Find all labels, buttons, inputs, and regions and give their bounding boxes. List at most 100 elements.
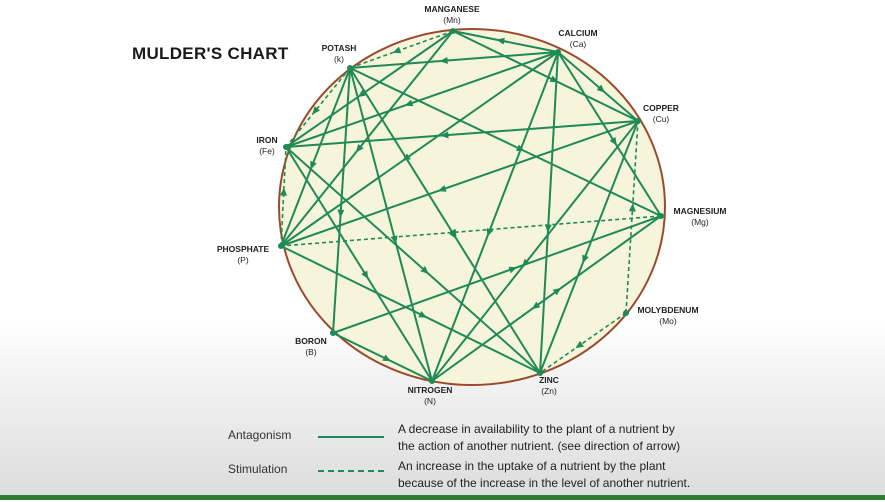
legend-dashed-line (318, 470, 384, 472)
legend-desc-antagonism-line-1: A decrease in availability to the plant … (398, 422, 675, 436)
antagonism-arrow-ca-k (439, 57, 448, 64)
nutrient-symbol-cu: (Cu) (653, 114, 670, 124)
nutrient-nodes (278, 28, 664, 384)
chart-title: MULDER'S CHART (132, 44, 289, 63)
nutrient-name-zn: ZINC (539, 375, 559, 385)
stimulation-arrow-mg-n (531, 301, 541, 310)
node-n (429, 378, 435, 384)
nutrient-name-mg: MAGNESIUM (674, 206, 727, 216)
antagonism-link-b-n (332, 332, 433, 382)
legend-stimulation: Stimulation An increase in the uptake of… (0, 459, 885, 502)
nutrient-name-mo: MOLYBDENUM (637, 305, 698, 315)
antagonism-arrow-ca-mg (609, 136, 617, 146)
antagonism-link-k-zn (349, 67, 541, 374)
node-mg (658, 213, 664, 219)
antagonism-link-mn-p (280, 30, 454, 247)
antagonism-arrow-ca-fe (404, 99, 414, 107)
antagonism-arrow-p-zn (418, 310, 428, 318)
antagonism-arrow-k-b (337, 209, 345, 218)
antagonism-arrow-mn-cu (549, 75, 559, 83)
node-b (330, 330, 336, 336)
antagonism-arrow-b-mg (508, 266, 518, 274)
legend-term-stimulation: Stimulation (228, 462, 288, 476)
antagonism-link-k-mg (349, 67, 662, 217)
legend-desc-antagonism: A decrease in availability to the plant … (398, 421, 778, 455)
antagonism-link-ca-k (349, 51, 559, 69)
antagonism-link-mn-cu (452, 30, 639, 122)
antagonism-arrow-ca-zn (544, 224, 552, 233)
stimulation-arrow-mo-zn (575, 340, 584, 349)
nutrient-wheel-circle (278, 28, 666, 386)
stimulation-arrow-k-fe (312, 106, 321, 115)
stimulation-link-mn-k (349, 30, 454, 69)
antagonism-arrow-ca-cu (596, 84, 606, 93)
nutrient-labels: MANGANESE(Mn)CALCIUM(Ca)COPPER(Cu)MAGNES… (217, 4, 727, 406)
antagonism-arrow-mn-fe (357, 89, 367, 98)
legend-antagonism: Antagonism A decrease in availability to… (0, 421, 885, 464)
legend-desc-stimulation: An increase in the uptake of a nutrient … (398, 458, 778, 492)
nutrient-name-k: POTASH (322, 43, 357, 53)
antagonism-link-k-b (332, 67, 351, 334)
nutrient-symbol-b: (B) (305, 347, 317, 357)
legend-desc-stimulation-line-2: because of the increase in the level of … (398, 476, 691, 490)
stimulation-links (280, 30, 662, 382)
antagonism-arrow-k-mg (515, 144, 525, 152)
antagonism-arrow-mn-p (355, 143, 364, 153)
legend-solid-line (318, 436, 384, 438)
nutrient-symbol-k: (k) (334, 54, 344, 64)
legend-desc-stimulation-line-1: An increase in the uptake of a nutrient … (398, 459, 666, 473)
antagonism-link-fe-n (285, 146, 433, 382)
stimulation-link-k-fe (285, 67, 351, 148)
node-k (347, 65, 353, 71)
antagonism-links (280, 30, 662, 382)
stimulation-arrow-mg-p (448, 228, 457, 236)
stimulation-link-p-fe (280, 146, 287, 247)
antagonism-link-mn-fe (285, 30, 454, 148)
node-p (278, 243, 284, 249)
nutrient-symbol-p: (P) (237, 255, 249, 265)
node-ca (555, 49, 561, 55)
antagonism-arrow-fe-n (361, 270, 369, 280)
mulder-chart-diagram: MANGANESE(Mn)CALCIUM(Ca)COPPER(Cu)MAGNES… (217, 4, 727, 406)
antagonism-link-ca-mn (452, 30, 559, 53)
antagonism-arrow-k-p (310, 160, 317, 170)
stimulation-link-mg-n (431, 215, 662, 382)
antagonism-arrow-cu-p (437, 185, 447, 192)
antagonism-link-ca-mg (557, 51, 662, 217)
antagonism-arrow-cu-zn (582, 254, 589, 264)
antagonism-link-ca-zn (539, 51, 559, 374)
stimulation-arrow-mo-cu (628, 203, 636, 212)
stimulation-link-mo-zn (539, 312, 627, 374)
antagonism-arrow-cu-fe (440, 131, 449, 139)
stimulation-link-mg-p (280, 215, 662, 247)
nutrient-symbol-fe: (Fe) (259, 146, 275, 156)
nutrient-name-mn: MANGANESE (424, 4, 480, 14)
antagonism-arrow-b-n (382, 354, 392, 362)
antagonism-link-ca-fe (285, 51, 559, 148)
antagonism-link-k-n (349, 67, 433, 382)
antagonism-link-fe-zn (285, 146, 541, 374)
antagonism-link-ca-cu (557, 51, 639, 122)
nutrient-symbol-mg: (Mg) (691, 217, 709, 227)
stimulation-arrow-mn-k (392, 46, 402, 54)
antagonism-link-k-p (280, 67, 351, 247)
nutrient-name-b: BORON (295, 336, 327, 346)
legend-term-antagonism: Antagonism (228, 428, 292, 442)
stimulation-arrow-p-fe (280, 187, 288, 196)
node-mn (450, 28, 456, 34)
nutrient-symbol-ca: (Ca) (570, 39, 587, 49)
antagonism-link-b-mg (332, 215, 662, 334)
legend-desc-antagonism-line-2: the action of another nutrient. (see dir… (398, 439, 681, 453)
antagonism-arrow-fe-zn (420, 266, 429, 274)
nutrient-symbol-mn: (Mn) (443, 15, 461, 25)
bottom-accent-bar (0, 495, 885, 500)
antagonism-arrow-ca-mn (496, 37, 505, 45)
node-cu (635, 118, 641, 124)
nutrient-name-n: NITROGEN (408, 385, 453, 395)
nutrient-symbol-mo: (Mo) (659, 316, 677, 326)
node-fe (283, 144, 289, 150)
nutrient-symbol-zn: (Zn) (541, 386, 557, 396)
nutrient-name-cu: COPPER (643, 103, 679, 113)
node-zn (537, 370, 543, 376)
nutrient-symbol-n: (N) (424, 396, 436, 406)
